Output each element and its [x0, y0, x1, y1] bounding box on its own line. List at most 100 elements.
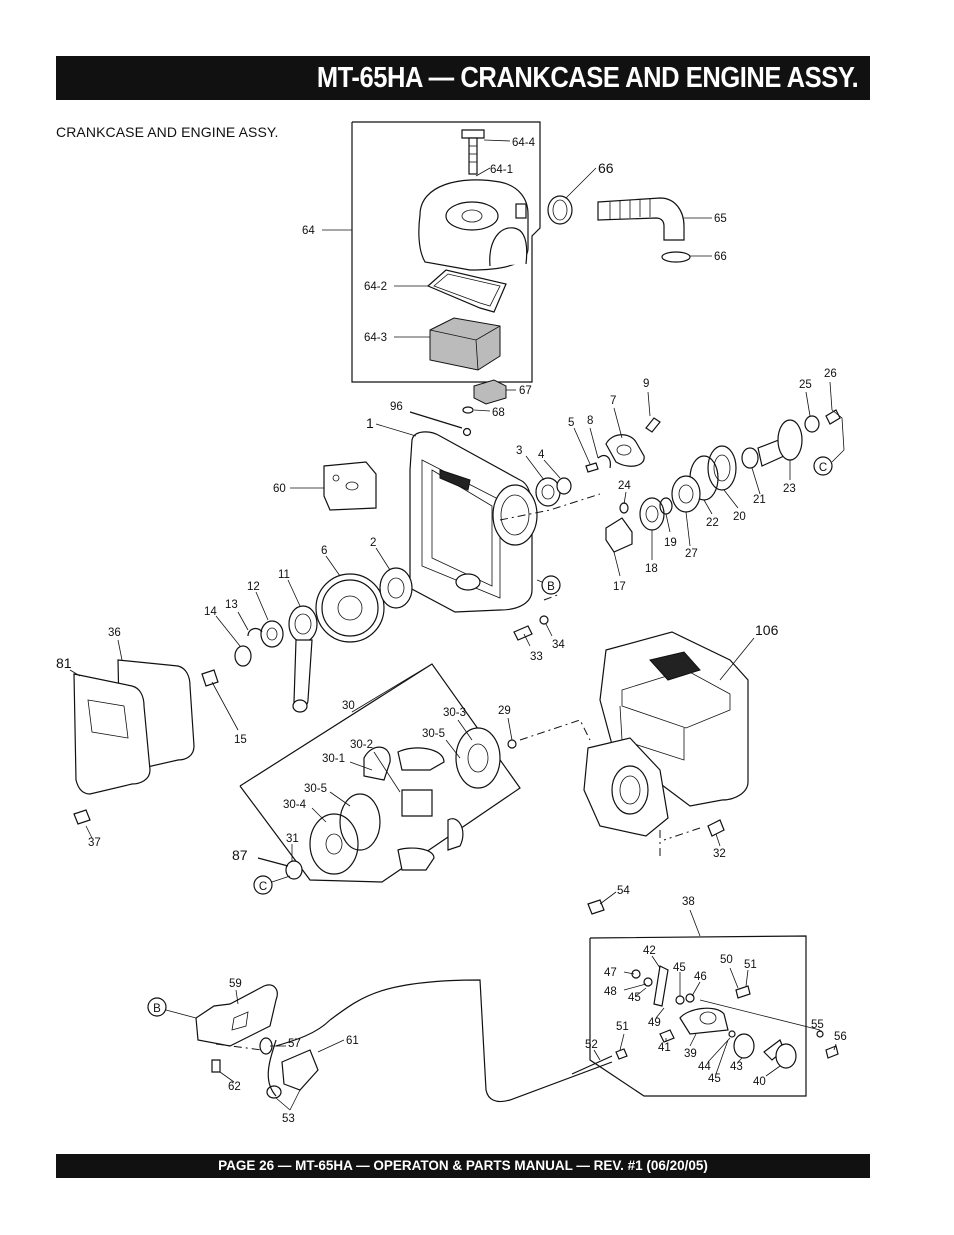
callout-64-2: 64-2: [364, 281, 387, 293]
callout-46: 46: [694, 971, 707, 983]
callout-41: 41: [658, 1042, 671, 1054]
callout-64: 64: [302, 225, 315, 237]
callout-106: 106: [755, 622, 779, 638]
callout-42: 42: [643, 945, 656, 957]
callout-57: 57: [288, 1038, 301, 1050]
callout-40: 40: [753, 1076, 766, 1088]
callout-60: 60: [273, 483, 286, 495]
callout-68: 68: [492, 407, 505, 419]
callout-30-1: 30-1: [322, 753, 345, 765]
callout-3: 3: [516, 445, 522, 457]
callout-96: 96: [390, 401, 403, 413]
callout-24: 24: [618, 480, 631, 492]
ref-marker-b-2: [147, 997, 167, 1017]
callout-23: 23: [783, 483, 796, 495]
callout-64-4: 64-4: [512, 137, 536, 149]
callout-67: 67: [519, 385, 532, 397]
callout-52: 52: [585, 1039, 598, 1051]
callout-30-4: 30-4: [283, 799, 307, 811]
callout-12: 12: [247, 581, 260, 593]
callout-55: 55: [811, 1019, 824, 1031]
callout-45-upper: 45: [673, 962, 686, 974]
callout-61: 61: [346, 1035, 359, 1047]
callout-53: 53: [282, 1113, 295, 1125]
callout-4: 4: [538, 449, 545, 461]
callout-30-3: 30-3: [443, 707, 466, 719]
callout-30: 30: [342, 700, 355, 712]
ref-marker-c-2: [253, 875, 273, 895]
page-title: MT-65HA — CRANKCASE AND ENGINE ASSY.: [316, 62, 859, 94]
ref-b-1: B: [547, 581, 555, 593]
callout-21: 21: [753, 494, 766, 506]
callout-81: 81: [56, 655, 72, 671]
callout-65: 65: [714, 213, 727, 225]
callout-56: 56: [834, 1031, 847, 1043]
callout-34: 34: [552, 639, 565, 651]
callout-labels: 64-4 64-1 64 66 65 66 64-2 64-3 67 68 96…: [56, 137, 847, 1125]
callout-2: 2: [370, 537, 376, 549]
callout-leaders: [69, 139, 837, 1111]
callout-30-2: 30-2: [350, 739, 373, 751]
callout-54: 54: [617, 885, 630, 897]
callout-50: 50: [720, 954, 733, 966]
callout-1: 1: [366, 415, 374, 431]
callout-39: 39: [684, 1048, 697, 1060]
callout-27: 27: [685, 548, 698, 560]
callout-30-5-lower: 30-5: [304, 783, 327, 795]
callout-7: 7: [610, 395, 616, 407]
callout-64-1: 64-1: [490, 164, 513, 176]
ref-marker-b: [541, 575, 561, 595]
ref-marker-c: [813, 456, 833, 476]
callout-43: 43: [730, 1061, 743, 1073]
callout-9: 9: [643, 378, 649, 390]
callout-66: 66: [714, 251, 727, 263]
callout-51-upper: 51: [744, 959, 757, 971]
callout-33: 33: [530, 651, 543, 663]
callout-6: 6: [321, 545, 327, 557]
callout-14: 14: [204, 606, 217, 618]
callout-26: 26: [824, 368, 837, 380]
callout-30-5-upper: 30-5: [422, 728, 445, 740]
page-title-bar: MT-65HA — CRANKCASE AND ENGINE ASSY.: [56, 56, 870, 100]
callout-8: 8: [587, 415, 593, 427]
callout-49: 49: [648, 1017, 661, 1029]
air-cleaner-group: [351, 121, 691, 383]
ref-b-2: B: [153, 1003, 161, 1015]
callout-47: 47: [604, 967, 617, 979]
callout-32: 32: [713, 848, 726, 860]
callout-29: 29: [498, 705, 511, 717]
ref-c-1: C: [819, 462, 827, 474]
section-subtitle: CRANKCASE AND ENGINE ASSY.: [56, 124, 279, 140]
callout-66-top: 66: [598, 160, 614, 176]
callout-45-middle: 45: [628, 992, 641, 1004]
crankcase-group: [73, 379, 845, 883]
callout-31: 31: [286, 833, 299, 845]
callout-18: 18: [645, 563, 658, 575]
page-footer: PAGE 26 — MT-65HA — OPERATON & PARTS MAN…: [218, 1158, 708, 1173]
ref-c-2: C: [259, 881, 267, 893]
callout-5: 5: [568, 417, 574, 429]
reference-markers: B C C B: [147, 449, 845, 1019]
callout-59: 59: [229, 978, 242, 990]
callout-48: 48: [604, 986, 617, 998]
callout-51-lower: 51: [616, 1021, 629, 1033]
callout-19: 19: [664, 537, 677, 549]
callout-17: 17: [613, 581, 626, 593]
callout-20: 20: [733, 511, 746, 523]
callout-36: 36: [108, 627, 121, 639]
callout-13: 13: [225, 599, 238, 611]
callout-11: 11: [278, 569, 290, 581]
callout-38: 38: [682, 896, 695, 908]
page-footer-bar: PAGE 26 — MT-65HA — OPERATON & PARTS MAN…: [56, 1154, 870, 1178]
callout-45-lower: 45: [708, 1073, 721, 1085]
callout-15: 15: [234, 734, 247, 746]
callout-44: 44: [698, 1061, 711, 1073]
callout-37: 37: [88, 837, 101, 849]
callout-64-3: 64-3: [364, 332, 387, 344]
throttle-control-group: [195, 899, 839, 1103]
callout-25: 25: [799, 379, 812, 391]
callout-87: 87: [232, 847, 248, 863]
callout-22: 22: [706, 517, 719, 529]
callout-62: 62: [228, 1081, 241, 1093]
